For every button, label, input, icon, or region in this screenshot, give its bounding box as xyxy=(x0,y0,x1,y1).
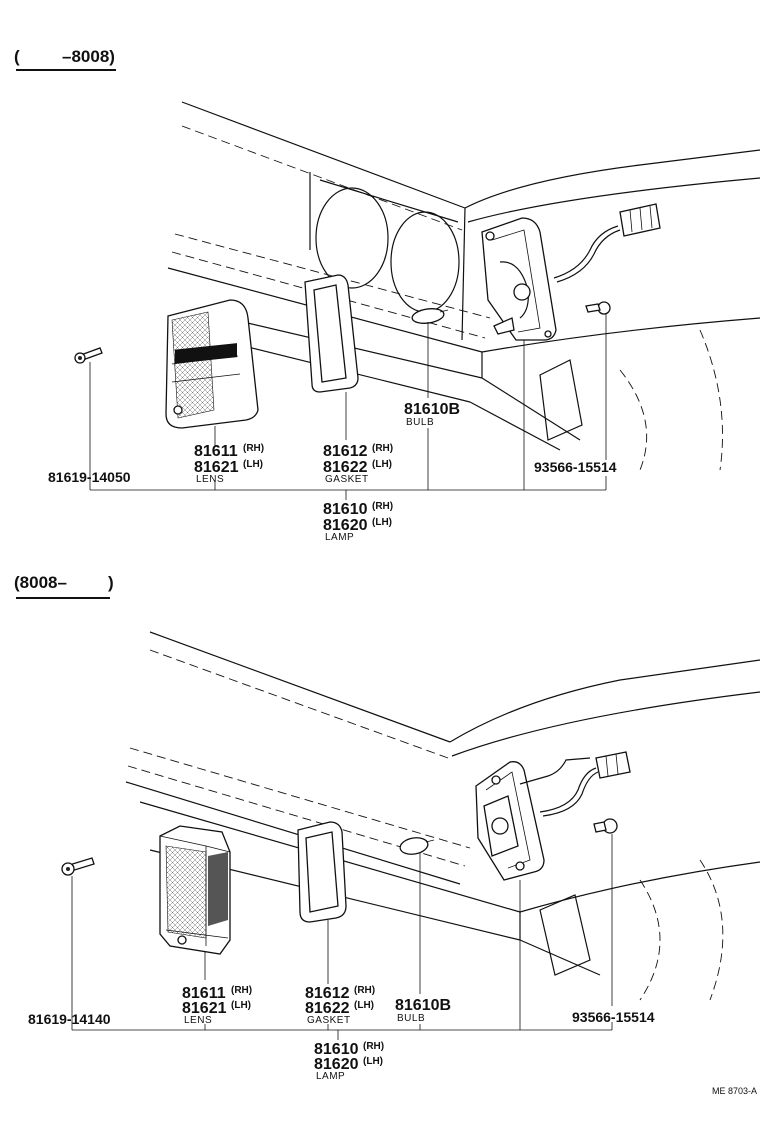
gasket-name-1: GASKET xyxy=(325,474,369,485)
range-label-2: ) xyxy=(108,573,114,592)
lamp-rh-suffix-1: (RH) xyxy=(372,501,393,512)
range-open-2: (8008– xyxy=(14,573,67,592)
gasket-lh-number-1: 81622 xyxy=(323,459,368,476)
range-open-1: ( xyxy=(14,47,20,66)
screw-right-2 xyxy=(593,818,618,834)
lens-1 xyxy=(165,299,259,429)
lamp-rh-suffix-2: (RH) xyxy=(363,1041,384,1052)
screw-left-number-2: 81619-14140 xyxy=(28,1011,111,1027)
diagram-code: ME 8703-A xyxy=(712,1086,757,1096)
gasket-lh-number-2: 81622 xyxy=(305,1000,350,1017)
screw-right-1 xyxy=(585,301,611,315)
bulb-name-2: BULB xyxy=(397,1013,425,1024)
car-body-front-1 xyxy=(167,101,761,471)
gasket-1 xyxy=(304,274,359,393)
leader-lines-1 xyxy=(89,314,607,500)
gasket-lh-suffix-2: (LH) xyxy=(354,1000,374,1011)
screw-right-number-1: 93566-15514 xyxy=(534,459,617,475)
gasket-rh-suffix-1: (RH) xyxy=(372,443,393,454)
screw-right-number-2: 93566-15514 xyxy=(572,1009,655,1025)
section-2: (8008– ) xyxy=(14,573,761,1082)
range-label-1: –8008) xyxy=(62,47,115,66)
gasket-2 xyxy=(297,821,347,923)
section-1: ( –8008) xyxy=(14,47,761,543)
lamp-rh-number-2: 81610 xyxy=(314,1041,359,1058)
lamp-housing-2 xyxy=(475,751,631,881)
lens-lh-suffix-1: (LH) xyxy=(243,459,263,470)
screw-left-2 xyxy=(61,857,95,876)
leader-lines-2 xyxy=(71,834,613,1040)
lens-name-1: LENS xyxy=(196,474,224,485)
lens-rh-suffix-2: (RH) xyxy=(231,985,252,996)
lamp-lh-suffix-2: (LH) xyxy=(363,1056,383,1067)
lamp-lh-suffix-1: (LH) xyxy=(372,517,392,528)
gasket-lh-suffix-1: (LH) xyxy=(372,459,392,470)
screw-left-1 xyxy=(74,347,103,364)
bulb-number-2: 81610B xyxy=(395,997,451,1014)
lens-name-2: LENS xyxy=(184,1015,212,1026)
lens-rh-suffix-1: (RH) xyxy=(243,443,264,454)
lamp-lh-number-1: 81620 xyxy=(323,517,368,534)
bulb-2 xyxy=(399,837,435,855)
gasket-rh-suffix-2: (RH) xyxy=(354,985,375,996)
lens-2 xyxy=(159,825,231,955)
lamp-name-2: LAMP xyxy=(316,1071,345,1082)
lens-rh-number-1: 81611 xyxy=(194,443,238,460)
bulb-1 xyxy=(411,308,449,324)
gasket-rh-number-1: 81612 xyxy=(323,443,368,460)
lamp-rh-number-1: 81610 xyxy=(323,501,368,518)
lamp-name-1: LAMP xyxy=(325,532,354,543)
bulb-name-1: BULB xyxy=(406,417,434,428)
lamp-lh-number-2: 81620 xyxy=(314,1056,359,1073)
lens-lh-number-1: 81621 xyxy=(194,459,239,476)
gasket-name-2: GASKET xyxy=(307,1015,351,1026)
lamp-housing-1 xyxy=(481,203,661,341)
bulb-number-1: 81610B xyxy=(404,401,460,418)
gasket-rh-number-2: 81612 xyxy=(305,985,350,1002)
lens-lh-suffix-2: (LH) xyxy=(231,1000,251,1011)
screw-left-number-1: 81619-14050 xyxy=(48,469,131,485)
lens-lh-number-2: 81621 xyxy=(182,1000,227,1017)
lens-rh-number-2: 81611 xyxy=(182,985,226,1002)
